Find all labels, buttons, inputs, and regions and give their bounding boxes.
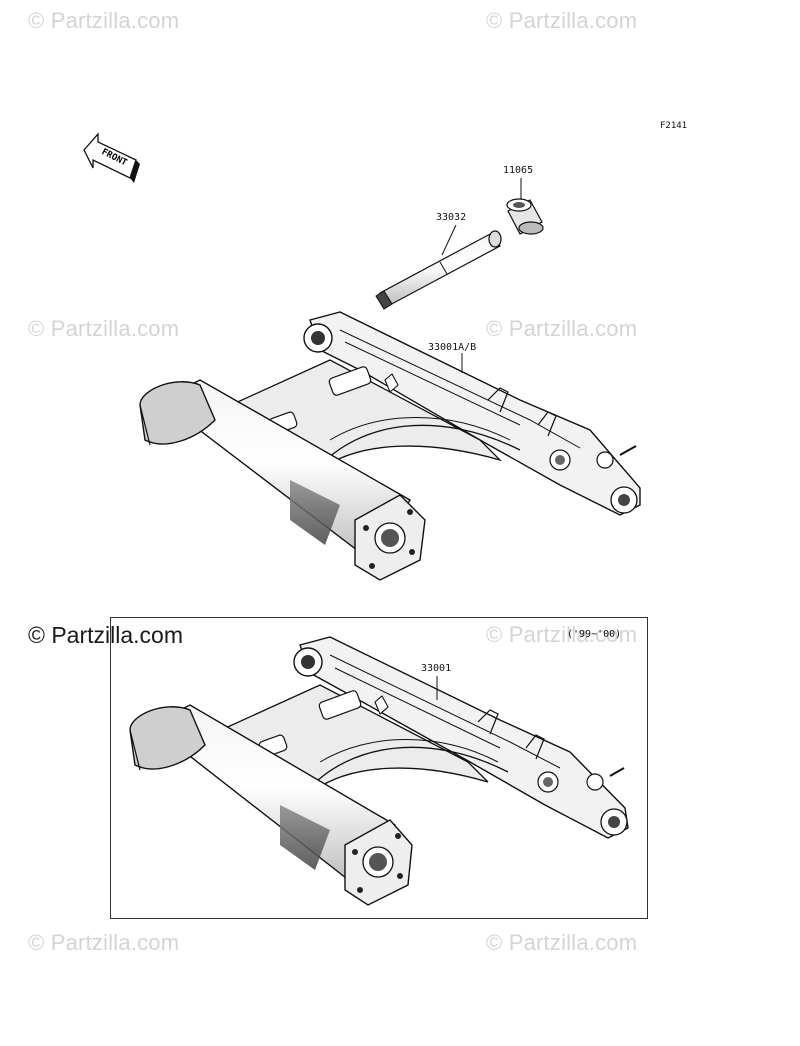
watermark: © Partzilla.com xyxy=(28,8,180,33)
bushing-11065 xyxy=(506,198,544,235)
figure-ref: F2141 xyxy=(660,121,688,131)
watermark: © Partzilla.com xyxy=(486,8,638,33)
watermark-main: © Partzilla.com xyxy=(28,622,183,648)
pivot-shaft-33032 xyxy=(375,230,502,310)
watermark: © Partzilla.com xyxy=(486,622,638,647)
front-arrow-icon: FRONT xyxy=(83,132,140,183)
watermark: © Partzilla.com xyxy=(28,316,180,341)
year-range-label: ('99~'00) xyxy=(567,629,622,640)
callout-33001[interactable]: 33001 xyxy=(421,663,452,674)
callout-11065[interactable]: 11065 xyxy=(503,165,534,176)
watermark: © Partzilla.com xyxy=(486,316,638,341)
inset-frame xyxy=(110,617,648,919)
swingarm-lower xyxy=(129,636,629,906)
watermark: © Partzilla.com xyxy=(28,930,180,955)
swingarm-upper xyxy=(139,311,641,581)
callout-33001ab[interactable]: 33001A/B xyxy=(428,342,477,353)
watermark: © Partzilla.com xyxy=(486,930,638,955)
callout-33032[interactable]: 33032 xyxy=(436,212,467,223)
